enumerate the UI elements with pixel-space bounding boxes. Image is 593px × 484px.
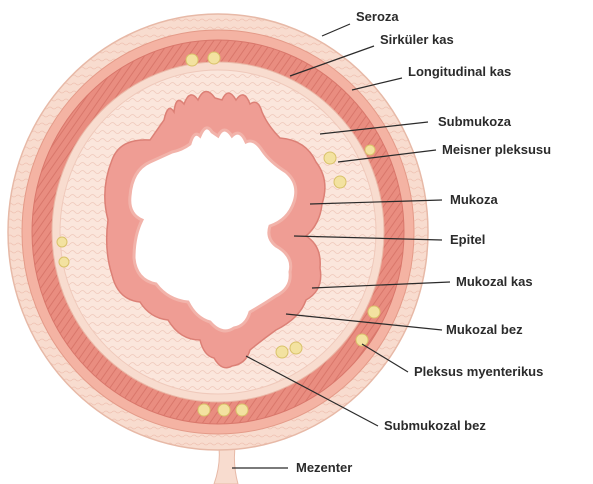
label-sirkuler-kas: Sirküler kas [380,32,454,47]
label-pleksus-myenterikus: Pleksus myenterikus [414,364,543,379]
label-submukoza: Submukoza [438,114,512,129]
label-epitel: Epitel [450,232,485,247]
label-mezenter: Mezenter [296,460,352,475]
label-seroza: Seroza [356,9,399,24]
label-mukoza: Mukoza [450,192,498,207]
label-mukozal-kas: Mukozal kas [456,274,533,289]
label-longitudinal-kas: Longitudinal kas [408,64,511,79]
label-submukozal-bez: Submukozal bez [384,418,486,433]
label-meisner-pleksusu: Meisner pleksusu [442,142,551,157]
label-mukozal-bez: Mukozal bez [446,322,523,337]
